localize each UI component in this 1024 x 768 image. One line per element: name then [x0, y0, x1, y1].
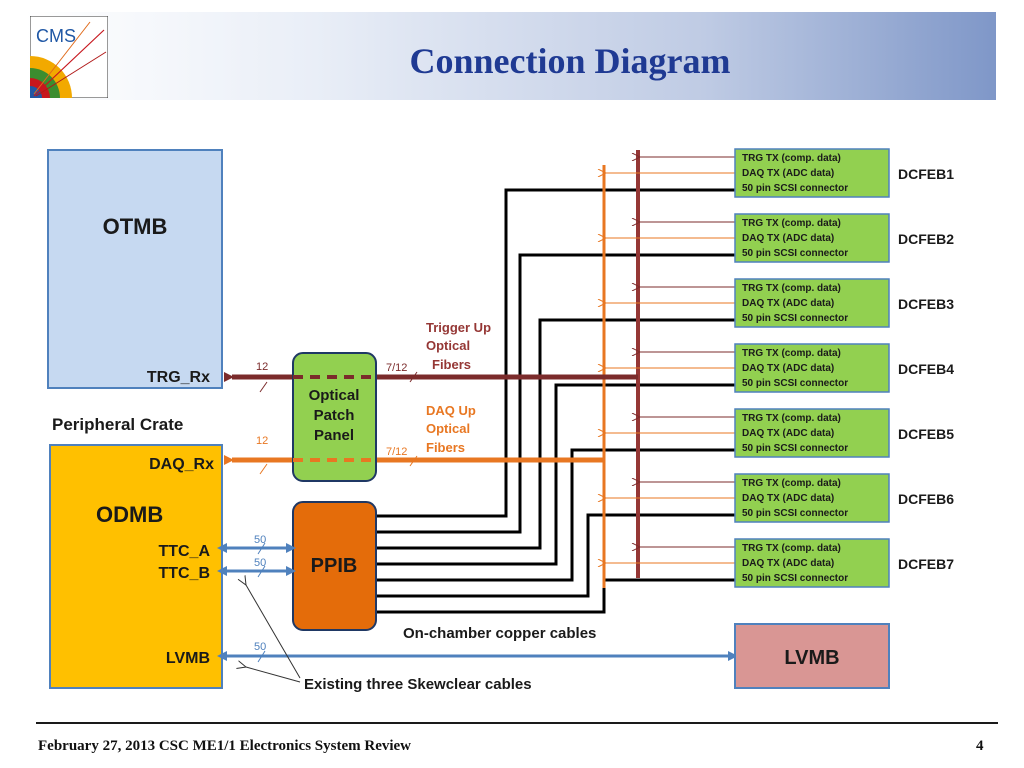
dcfeb-name: DCFEB6 — [898, 491, 954, 507]
ttc-a-count-tick — [257, 542, 266, 555]
dcfeb-line-daq: DAQ TX (ADC data) — [742, 233, 834, 244]
ttc-b-label: TTC_B — [158, 565, 210, 582]
dcfeb-line-daq: DAQ TX (ADC data) — [742, 298, 834, 309]
dcfeb-line-daq: DAQ TX (ADC data) — [742, 363, 834, 374]
dcfeb-line-trg: TRG TX (comp. data) — [742, 283, 841, 294]
daq-count-left-tick — [259, 463, 268, 475]
daq-count-right: 7/12 — [386, 446, 407, 458]
page-title: Connection Diagram — [409, 41, 731, 81]
dcfeb-line-scsi: 50 pin SCSI connector — [742, 313, 848, 324]
logo-text: CMS — [36, 26, 76, 46]
skewclear-pointer-1 — [246, 585, 301, 679]
footer-text: February 27, 2013 CSC ME1/1 Electronics … — [38, 738, 412, 754]
ttc-a-count: 50 — [254, 534, 266, 546]
dcfeb-name: DCFEB5 — [898, 426, 954, 442]
patch-panel-label-1: Optical — [309, 387, 360, 404]
ttc-a-label: TTC_A — [158, 543, 210, 560]
dcfeb-line-daq: DAQ TX (ADC data) — [742, 428, 834, 439]
dcfeb-name: DCFEB4 — [898, 361, 954, 377]
trigger-fibers-label-2: Optical — [426, 338, 470, 353]
skewclear-cables-label: Existing three Skewclear cables — [304, 676, 532, 693]
trg-count-right-tick — [409, 371, 418, 383]
dcfeb-line-trg: TRG TX (comp. data) — [742, 153, 841, 164]
lvmb-count: 50 — [254, 641, 266, 653]
dcfeb-name: DCFEB3 — [898, 296, 954, 312]
daq-rx-label: DAQ_Rx — [149, 456, 214, 473]
daq-fibers-label-3: Fibers — [426, 440, 465, 455]
dcfeb-line-trg: TRG TX (comp. data) — [742, 348, 841, 359]
patch-panel-label-2: Patch — [314, 407, 355, 424]
lvmb-count-tick — [257, 650, 266, 663]
dcfeb-line-scsi: 50 pin SCSI connector — [742, 183, 848, 194]
dcfeb-6: TRG TX (comp. data) DAQ TX (ADC data) 50… — [734, 473, 954, 523]
dcfeb-line-scsi: 50 pin SCSI connector — [742, 508, 848, 519]
daq-count-right-tick — [409, 455, 418, 467]
trg-count-left: 12 — [256, 361, 268, 373]
dcfeb-name: DCFEB2 — [898, 231, 954, 247]
peripheral-crate-label: Peripheral Crate — [52, 415, 183, 434]
dcfeb-line-daq: DAQ TX (ADC data) — [742, 493, 834, 504]
trg-count-right: 7/12 — [386, 362, 407, 374]
dcfeb-line-scsi: 50 pin SCSI connector — [742, 248, 848, 259]
daq-fibers-label-2: Optical — [426, 421, 470, 436]
trg-rx-label: TRG_Rx — [147, 369, 210, 386]
dcfeb-2: TRG TX (comp. data) DAQ TX (ADC data) 50… — [734, 213, 954, 263]
ppib-label: PPIB — [311, 555, 358, 577]
dcfeb-line-trg: TRG TX (comp. data) — [742, 543, 841, 554]
dcfeb-line-trg: TRG TX (comp. data) — [742, 413, 841, 424]
dcfeb-line-trg: TRG TX (comp. data) — [742, 478, 841, 489]
dcfeb-5: TRG TX (comp. data) DAQ TX (ADC data) 50… — [734, 408, 954, 458]
odmb-label: ODMB — [96, 502, 163, 527]
skewclear-pointer-2 — [246, 667, 301, 683]
dcfeb-name: DCFEB1 — [898, 166, 954, 182]
dcfeb-4: TRG TX (comp. data) DAQ TX (ADC data) 50… — [734, 343, 954, 393]
daq-count-left: 12 — [256, 435, 268, 447]
ttc-b-count-tick — [257, 565, 266, 578]
patch-panel-label-3: Panel — [314, 427, 354, 444]
dcfeb-line-trg: TRG TX (comp. data) — [742, 218, 841, 229]
dcfeb-name: DCFEB7 — [898, 556, 954, 572]
title-banner — [24, 12, 996, 100]
otmb-box — [47, 149, 223, 389]
dcfeb-3: TRG TX (comp. data) DAQ TX (ADC data) 50… — [734, 278, 954, 328]
trigger-fibers-label-1: Trigger Up — [426, 320, 491, 335]
trg-count-left-tick — [259, 381, 268, 393]
optical-patch-panel — [292, 352, 377, 482]
cms-logo-icon: CMS — [30, 16, 108, 98]
otmb-label: OTMB — [103, 214, 168, 239]
dcfeb-line-daq: DAQ TX (ADC data) — [742, 558, 834, 569]
dcfeb-line-daq: DAQ TX (ADC data) — [742, 168, 834, 179]
dcfeb-fiber-feeds — [606, 157, 735, 563]
lvmb-box-label: LVMB — [784, 647, 839, 669]
daq-fibers-label-1: DAQ Up — [426, 403, 476, 418]
dcfeb-line-scsi: 50 pin SCSI connector — [742, 378, 848, 389]
lvmb-box — [734, 623, 890, 689]
page-number: 4 — [976, 738, 984, 754]
odmb-box — [49, 444, 223, 689]
copper-cables — [376, 188, 735, 614]
dcfeb-line-scsi: 50 pin SCSI connector — [742, 573, 848, 584]
copper-cables-label: On-chamber copper cables — [403, 625, 596, 642]
trigger-fibers-label-3: Fibers — [432, 357, 471, 372]
dcfeb-7: TRG TX (comp. data) DAQ TX (ADC data) 50… — [734, 538, 954, 588]
footer-divider — [36, 722, 998, 724]
lvmb-port-label: LVMB — [166, 650, 210, 667]
dcfeb-1: TRG TX (comp. data) DAQ TX (ADC data) 50… — [734, 148, 954, 198]
ttc-b-count: 50 — [254, 557, 266, 569]
dcfeb-line-scsi: 50 pin SCSI connector — [742, 443, 848, 454]
